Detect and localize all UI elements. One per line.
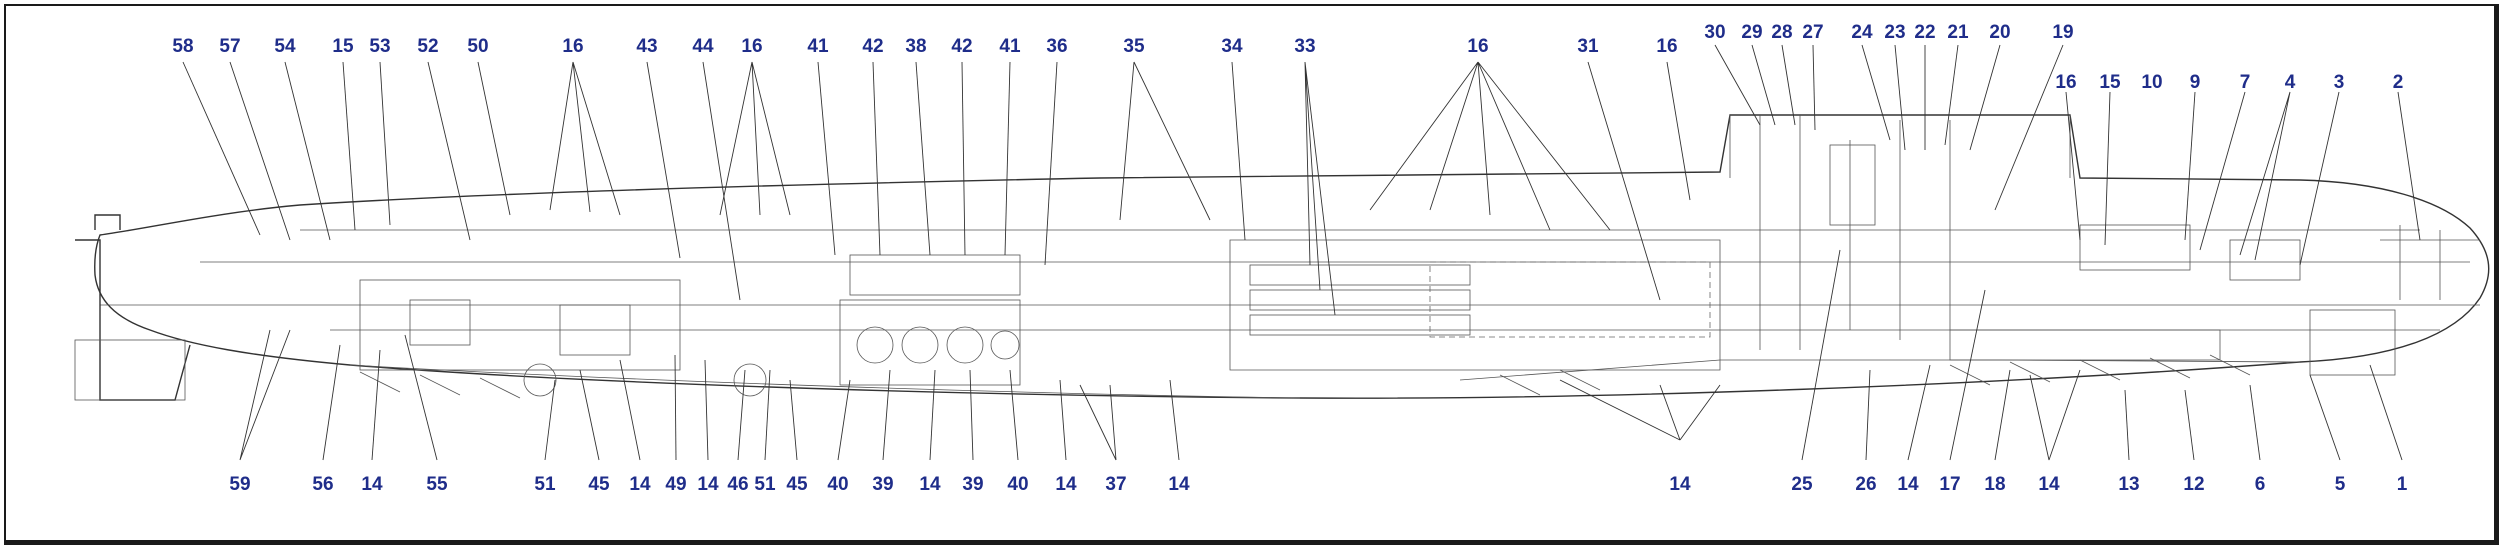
callout-bottom-21: 25 bbox=[1791, 474, 1813, 495]
callout-bottom-9: 46 bbox=[727, 474, 748, 495]
callout-top-35: 10 bbox=[2141, 72, 2162, 93]
callout-bottom-20: 14 bbox=[1669, 474, 1691, 495]
callout-top-1: 57 bbox=[219, 36, 240, 57]
callout-bottom-31: 1 bbox=[2397, 474, 2408, 495]
callout-top-6: 50 bbox=[467, 36, 488, 57]
callout-top-28: 23 bbox=[1884, 22, 1905, 43]
callout-top-39: 3 bbox=[2334, 72, 2345, 93]
callout-bottom-15: 39 bbox=[962, 474, 983, 495]
callout-top-33: 16 bbox=[2055, 72, 2076, 93]
callout-top-37: 7 bbox=[2240, 72, 2251, 93]
callout-bottom-28: 12 bbox=[2183, 474, 2204, 495]
callout-bottom-5: 45 bbox=[588, 474, 610, 495]
callout-top-11: 41 bbox=[807, 36, 829, 57]
callout-top-29: 22 bbox=[1914, 22, 1935, 43]
callout-bottom-0: 59 bbox=[229, 474, 250, 495]
callout-top-18: 34 bbox=[1221, 36, 1243, 57]
callout-bottom-29: 6 bbox=[2255, 474, 2266, 495]
callout-bottom-18: 37 bbox=[1105, 474, 1126, 495]
callout-top-31: 20 bbox=[1989, 22, 2010, 43]
callout-top-4: 53 bbox=[369, 36, 390, 57]
callout-top-5: 52 bbox=[417, 36, 438, 57]
callout-bottom-11: 45 bbox=[786, 474, 808, 495]
callout-top-24: 29 bbox=[1741, 22, 1762, 43]
callout-bottom-25: 18 bbox=[1984, 474, 2005, 495]
callout-top-21: 31 bbox=[1577, 36, 1599, 57]
callout-top-10: 16 bbox=[741, 36, 762, 57]
leader-lines-top bbox=[182, 44, 2421, 316]
diagram-frame bbox=[4, 4, 2499, 545]
callout-top-23: 30 bbox=[1704, 22, 1725, 43]
callout-bottom-23: 14 bbox=[1897, 474, 1919, 495]
callout-bottom-3: 55 bbox=[426, 474, 448, 495]
callout-bottom-19: 14 bbox=[1168, 474, 1190, 495]
callout-top-2: 54 bbox=[274, 36, 296, 57]
hull-outline bbox=[74, 114, 2490, 401]
callout-top-7: 16 bbox=[562, 36, 583, 57]
callout-top-15: 41 bbox=[999, 36, 1021, 57]
callout-top-36: 9 bbox=[2190, 72, 2201, 93]
callout-top-22: 16 bbox=[1656, 36, 1677, 57]
callout-top-3: 15 bbox=[332, 36, 354, 57]
callout-top-40: 2 bbox=[2393, 72, 2404, 93]
callout-top-12: 42 bbox=[862, 36, 883, 57]
callout-bottom-12: 40 bbox=[827, 474, 848, 495]
callout-top-0: 58 bbox=[172, 36, 193, 57]
callout-top-13: 38 bbox=[905, 36, 926, 57]
callout-top-14: 42 bbox=[951, 36, 972, 57]
callout-bottom-30: 5 bbox=[2335, 474, 2346, 495]
callout-bottom-13: 39 bbox=[872, 474, 893, 495]
callout-bottom-4: 51 bbox=[534, 474, 556, 495]
callout-top-26: 27 bbox=[1802, 22, 1823, 43]
callout-top-19: 33 bbox=[1294, 36, 1315, 57]
callout-bottom-26: 14 bbox=[2038, 474, 2060, 495]
callout-bottom-17: 14 bbox=[1055, 474, 1077, 495]
callout-bottom-6: 14 bbox=[629, 474, 651, 495]
callout-bottom-2: 14 bbox=[361, 474, 383, 495]
callout-top-32: 19 bbox=[2052, 22, 2073, 43]
callout-bottom-1: 56 bbox=[312, 474, 333, 495]
callout-top-27: 24 bbox=[1851, 22, 1873, 43]
callout-bottom-27: 13 bbox=[2118, 474, 2139, 495]
callout-top-16: 36 bbox=[1046, 36, 1067, 57]
callout-bottom-10: 51 bbox=[754, 474, 776, 495]
callout-top-8: 43 bbox=[636, 36, 657, 57]
callout-bottom-24: 17 bbox=[1939, 474, 1960, 495]
callout-top-38: 4 bbox=[2285, 72, 2296, 93]
callout-bottom-22: 26 bbox=[1855, 474, 1876, 495]
callout-bottom-8: 14 bbox=[697, 474, 719, 495]
leader-lines-bottom bbox=[239, 249, 2403, 461]
callout-top-17: 35 bbox=[1123, 36, 1145, 57]
callout-bottom-16: 40 bbox=[1007, 474, 1028, 495]
callout-top-34: 15 bbox=[2099, 72, 2121, 93]
callout-top-9: 44 bbox=[692, 36, 714, 57]
callout-top-25: 28 bbox=[1771, 22, 1792, 43]
callout-bottom-7: 49 bbox=[665, 474, 686, 495]
callout-bottom-14: 14 bbox=[919, 474, 941, 495]
callout-top-20: 16 bbox=[1467, 36, 1488, 57]
callout-top-30: 21 bbox=[1947, 22, 1969, 43]
